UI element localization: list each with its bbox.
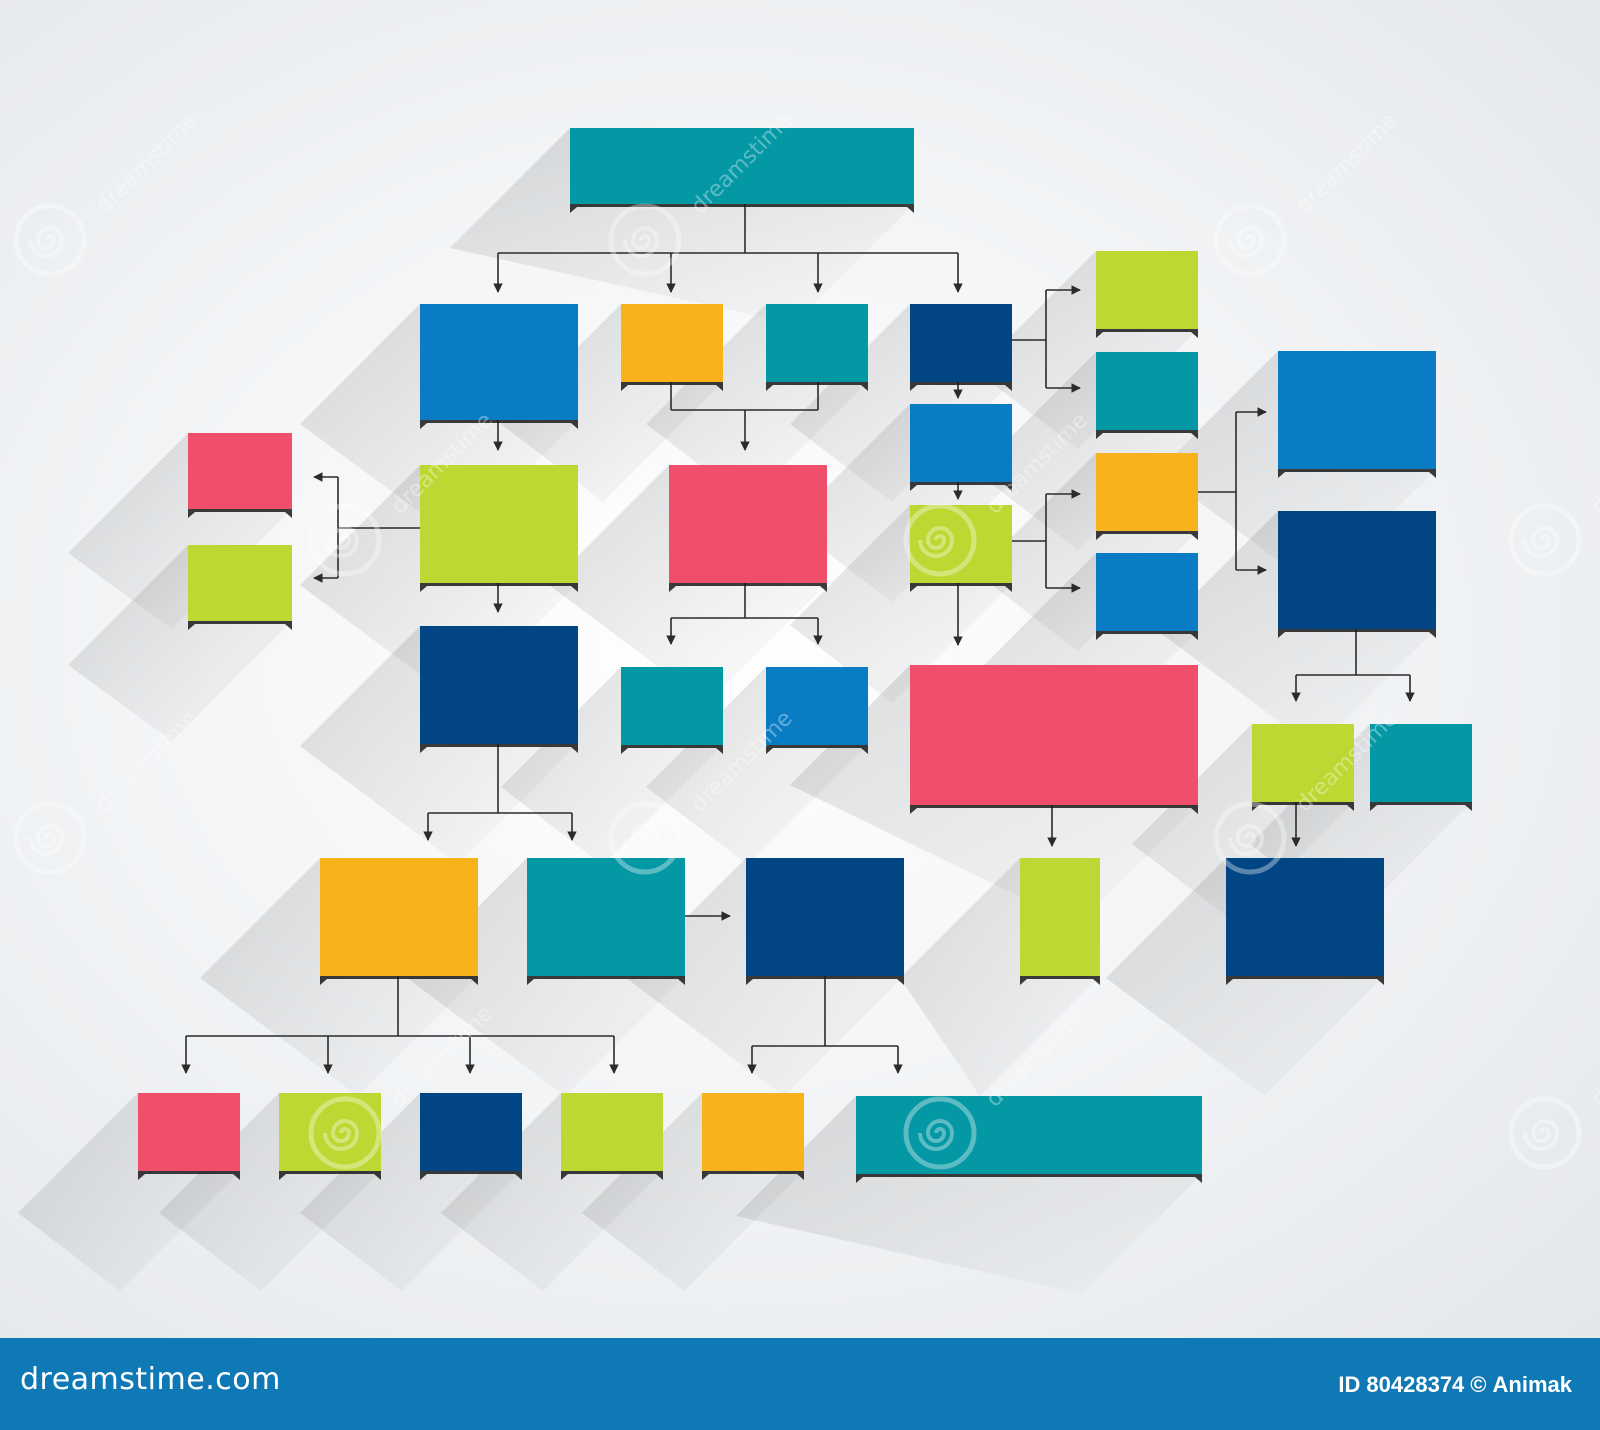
box-base <box>621 745 723 754</box>
flow-box-n1 <box>420 626 578 744</box>
box-base <box>1278 469 1436 478</box>
box-base <box>1096 531 1198 540</box>
box-base <box>1252 802 1354 811</box>
watermark-logo: dreamstime <box>1508 1001 1600 1170</box>
flow-box-b4 <box>910 304 1012 382</box>
flow-box-gtall <box>1020 858 1100 976</box>
box-base <box>420 1171 522 1180</box>
flow-box-fc1 <box>1252 724 1354 802</box>
box-base <box>1278 629 1436 638</box>
box-base <box>188 509 292 518</box>
box-base <box>1096 329 1198 338</box>
box-base <box>279 1171 381 1180</box>
flow-box-root <box>570 128 914 204</box>
box-shadow <box>450 128 914 324</box>
box-shadow <box>736 1096 1202 1294</box>
flow-box-g1 <box>420 465 578 583</box>
flow-box-left2 <box>188 545 292 621</box>
connectors <box>181 204 1415 1074</box>
flow-box-r3 <box>1096 453 1198 531</box>
box-base <box>856 1174 1202 1183</box>
flow-box-t1 <box>527 858 685 976</box>
box-base <box>1370 802 1472 811</box>
flow-box-o1 <box>320 858 478 976</box>
watermark-logo: dreamstime <box>1213 108 1403 277</box>
author-name: Animak <box>1492 1372 1572 1397</box>
flow-box-r1 <box>1096 251 1198 329</box>
flow-box-b4b <box>910 505 1012 583</box>
flow-box-pk2 <box>766 667 868 745</box>
footer-credit: ID 80428374 © Animak <box>1338 1372 1572 1398</box>
flow-box-fc2 <box>1370 724 1472 802</box>
box-base <box>420 420 578 429</box>
flow-box-n3 <box>1226 858 1384 976</box>
watermark-text: dreamstime <box>1587 408 1600 519</box>
box-base <box>420 744 578 753</box>
box-base <box>527 976 685 985</box>
flow-box-far2 <box>1278 511 1436 629</box>
flow-box-r2 <box>1096 352 1198 430</box>
box-base <box>910 583 1012 592</box>
box-base <box>188 621 292 630</box>
box-base <box>910 382 1012 391</box>
box-base <box>1226 976 1384 985</box>
flow-box-big <box>910 665 1198 805</box>
flow-box-b2 <box>621 304 723 382</box>
box-base <box>669 583 827 592</box>
watermark-logo: dreamstime <box>13 706 203 875</box>
box-base <box>766 382 868 391</box>
flow-box-bot4 <box>561 1093 663 1171</box>
flowchart-diagram: dreamstime dreamstime dreamstime dreamstime… <box>13 108 1600 1294</box>
boxes <box>138 128 1472 1183</box>
box-base <box>746 976 904 985</box>
flow-box-b4a <box>910 404 1012 482</box>
flow-box-b1 <box>420 304 578 420</box>
flow-box-left1 <box>188 433 292 509</box>
box-base <box>910 805 1198 814</box>
image-id-label: ID <box>1338 1372 1361 1397</box>
watermark-text: dreamstime <box>1587 1001 1600 1112</box>
footer-bar: dreamstime.com ID 80428374 © Animak <box>0 1338 1600 1430</box>
box-base <box>1096 631 1198 640</box>
box-base <box>138 1171 240 1180</box>
box-base <box>1020 976 1100 985</box>
flow-box-bot5 <box>702 1093 804 1171</box>
copyright-symbol: © <box>1470 1372 1487 1397</box>
box-base <box>910 482 1012 491</box>
image-id-value: 80428374 <box>1366 1372 1465 1397</box>
flow-box-b3 <box>766 304 868 382</box>
flow-box-bot2 <box>279 1093 381 1171</box>
watermark-logo: dreamstime <box>13 108 203 277</box>
flow-box-pk <box>669 465 827 583</box>
box-base <box>702 1171 804 1180</box>
box-base <box>561 1171 663 1180</box>
flow-box-n2 <box>746 858 904 976</box>
flow-box-pk1 <box>621 667 723 745</box>
watermark-text: dreamstime <box>1292 108 1403 219</box>
box-base <box>766 745 868 754</box>
box-base <box>570 204 914 213</box>
flow-box-r4 <box>1096 553 1198 631</box>
watermark-text: dreamstime <box>92 108 203 219</box>
flow-box-far1 <box>1278 351 1436 469</box>
box-base <box>621 382 723 391</box>
box-base <box>420 583 578 592</box>
box-base <box>320 976 478 985</box>
flow-box-bot1 <box>138 1093 240 1171</box>
flowchart-canvas: dreamstime dreamstime dreamstime dreamstime… <box>0 0 1600 1338</box>
watermark-logo: dreamstime <box>1508 408 1600 577</box>
footer-logo: dreamstime.com <box>20 1362 281 1397</box>
box-base <box>1096 430 1198 439</box>
flow-box-bot6 <box>856 1096 1202 1174</box>
flow-box-bot3 <box>420 1093 522 1171</box>
